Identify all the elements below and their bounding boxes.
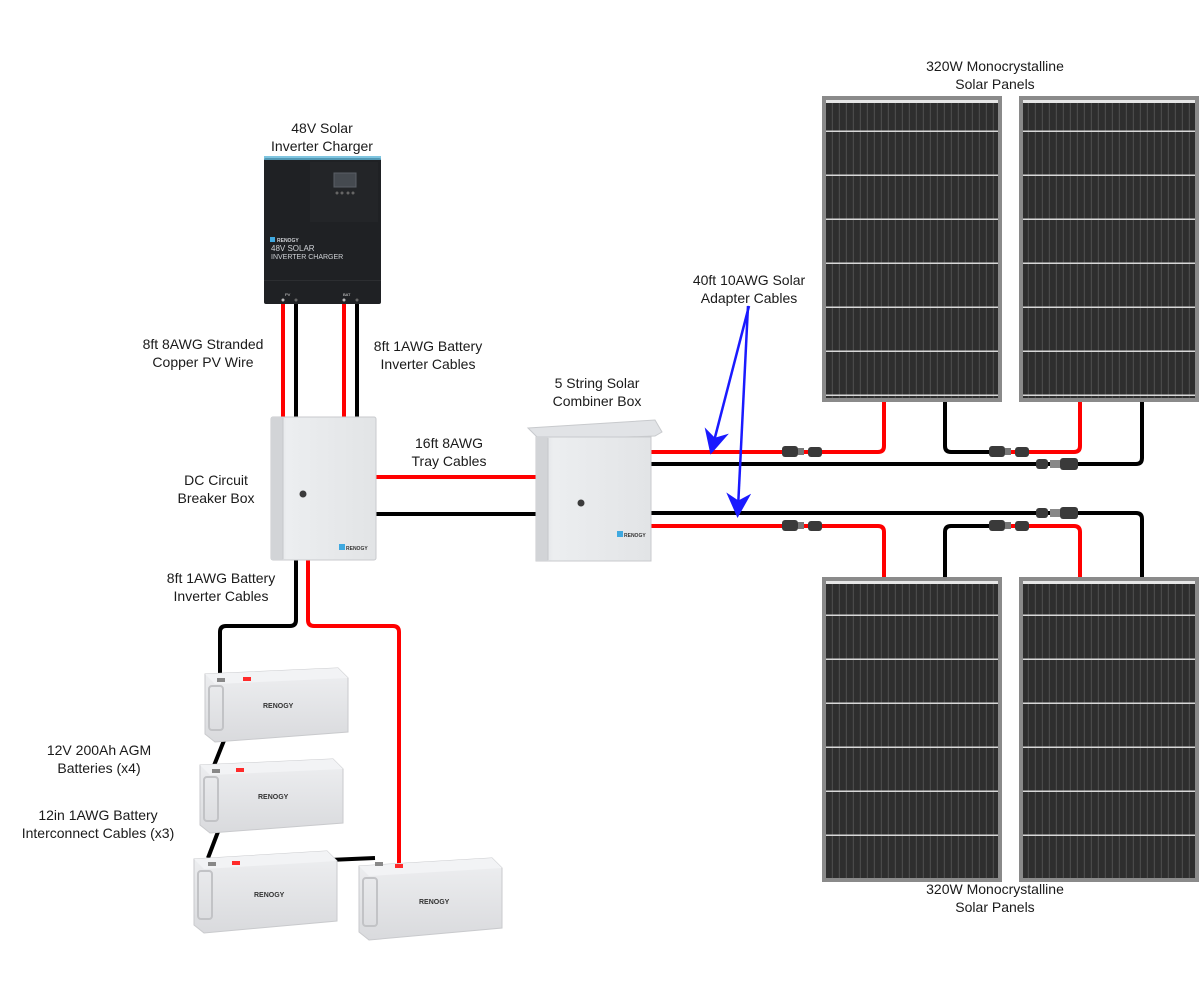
bottom-string-series-neg	[943, 524, 995, 577]
battery-inverter-cable-label-bottom: 8ft 1AWG Battery Inverter Cables	[167, 569, 275, 605]
combiner-box: RENOGY	[526, 419, 663, 562]
inverter-face-line2: INVERTER CHARGER	[271, 254, 343, 261]
adapter-cable-label-line1: 40ft 10AWG Solar	[692, 272, 806, 288]
top-string-series-pos	[1010, 402, 1082, 454]
batteries-label-line2: Batteries (x4)	[57, 760, 141, 776]
battery-brand: RENOGY	[419, 899, 450, 906]
combiner-box-label-line2: Combiner Box	[552, 393, 642, 409]
battery: RENOGY	[204, 667, 349, 743]
adapter-cable-arrows	[704, 305, 752, 518]
solar-panels-bottom-label-line1: 320W Monocrystalline	[926, 881, 1064, 897]
inverter-label-line2: Inverter Charger	[271, 138, 373, 154]
inverter-label-line1: 48V Solar	[291, 120, 353, 136]
battery: RENOGY	[193, 850, 338, 934]
solar-panel	[1019, 96, 1199, 402]
solar-panel	[822, 577, 1002, 882]
breaker-box-label-line1: DC Circuit	[184, 472, 248, 488]
top-string-negative	[651, 402, 1144, 466]
inverter-face-line1: 48V SOLAR	[271, 244, 315, 253]
mc4-connector	[782, 520, 822, 531]
battery-inverter-cable-label-top-line2: Inverter Cables	[380, 356, 476, 372]
battery-brand: RENOGY	[258, 794, 289, 801]
pv-wire-label-line2: Copper PV Wire	[152, 354, 254, 370]
breaker-box-brand: RENOGY	[346, 546, 368, 552]
solar-panels-bottom-label: 320W Monocrystalline Solar Panels	[926, 880, 1064, 916]
battery-brand: RENOGY	[263, 703, 294, 710]
battery-positive-wire-bottom	[306, 560, 401, 866]
inverter-port-bat: BAT	[343, 292, 351, 297]
combiner-box-label: 5 String Solar Combiner Box	[553, 374, 642, 410]
tray-cable-label: 16ft 8AWG Tray Cables	[412, 434, 487, 470]
mc4-connector	[782, 446, 822, 457]
battery: RENOGY	[358, 857, 503, 941]
top-string-series-neg	[943, 402, 995, 454]
battery-brand: RENOGY	[254, 892, 285, 899]
inverter-display	[333, 172, 357, 188]
batteries-label-line1: 12V 200Ah AGM	[46, 742, 152, 758]
solar-panels-bottom-label-line2: Solar Panels	[955, 899, 1035, 915]
tray-cable-label-line1: 16ft 8AWG	[415, 435, 483, 451]
solar-panel	[822, 96, 1002, 402]
solar-panels-top-label: 320W Monocrystalline Solar Panels	[926, 57, 1064, 93]
solar-panels-top-label-line1: 320W Monocrystalline	[926, 58, 1064, 74]
battery: RENOGY	[199, 758, 344, 834]
breaker-box-label-line2: Breaker Box	[177, 490, 255, 506]
combiner-box-label-line1: 5 String Solar	[554, 375, 640, 391]
arrow-to-bottom-string	[726, 305, 752, 518]
mc4-connector	[989, 520, 1029, 531]
interconnect-cable-label-line1: 12in 1AWG Battery	[38, 807, 158, 823]
inverter-brand: RENOGY	[277, 238, 299, 244]
inverter-port-pv: PV	[285, 292, 291, 297]
battery-inverter-cable-label-bottom-line2: Inverter Cables	[173, 588, 269, 604]
solar-panels-top	[822, 96, 1199, 402]
interconnect-cable-label: 12in 1AWG Battery Interconnect Cables (x…	[22, 806, 175, 842]
adapter-cable-label-line2: Adapter Cables	[700, 290, 798, 306]
breaker-box-label: DC Circuit Breaker Box	[177, 471, 254, 507]
inverter-label: 48V Solar Inverter Charger	[271, 119, 373, 155]
pv-wire-label: 8ft 8AWG Stranded Copper PV Wire	[143, 335, 264, 371]
tray-cable-label-line2: Tray Cables	[411, 453, 487, 469]
adapter-cable-label: 40ft 10AWG Solar Adapter Cables	[693, 271, 805, 307]
bottom-string-positive	[651, 524, 886, 577]
arrow-to-top-string	[704, 305, 751, 455]
pv-wire-label-line1: 8ft 8AWG Stranded	[142, 336, 264, 352]
inverter-charger: RENOGY 48V SOLAR INVERTER CHARGER PV BAT	[264, 156, 381, 304]
bottom-string-series-pos	[1010, 524, 1082, 577]
solar-panel	[1019, 577, 1199, 882]
bottom-string-negative	[651, 511, 1144, 577]
interconnect-cable-label-line2: Interconnect Cables (x3)	[21, 825, 175, 841]
breaker-box-lock	[299, 490, 307, 498]
batteries: RENOGY RENOGY RENOGY RENOGY	[193, 667, 503, 941]
solar-panels-bottom	[822, 577, 1199, 882]
mc4-connector	[989, 446, 1029, 457]
battery-inverter-cable-label-bottom-line1: 8ft 1AWG Battery	[166, 570, 276, 586]
mc4-connectors	[782, 446, 1078, 531]
dc-breaker-box: RENOGY	[270, 416, 377, 561]
solar-panels-top-label-line2: Solar Panels	[955, 76, 1035, 92]
mc4-connector	[1036, 507, 1078, 519]
combiner-box-brand: RENOGY	[624, 533, 646, 539]
top-string-positive	[651, 402, 886, 454]
battery-inverter-cable-label-top-line1: 8ft 1AWG Battery	[373, 338, 483, 354]
battery-inverter-cable-label-top: 8ft 1AWG Battery Inverter Cables	[374, 337, 482, 373]
mc4-connector	[1036, 458, 1078, 470]
combiner-box-lock	[577, 499, 585, 507]
batteries-label: 12V 200Ah AGM Batteries (x4)	[47, 741, 151, 777]
battery-negative-wire-bottom	[218, 560, 298, 676]
